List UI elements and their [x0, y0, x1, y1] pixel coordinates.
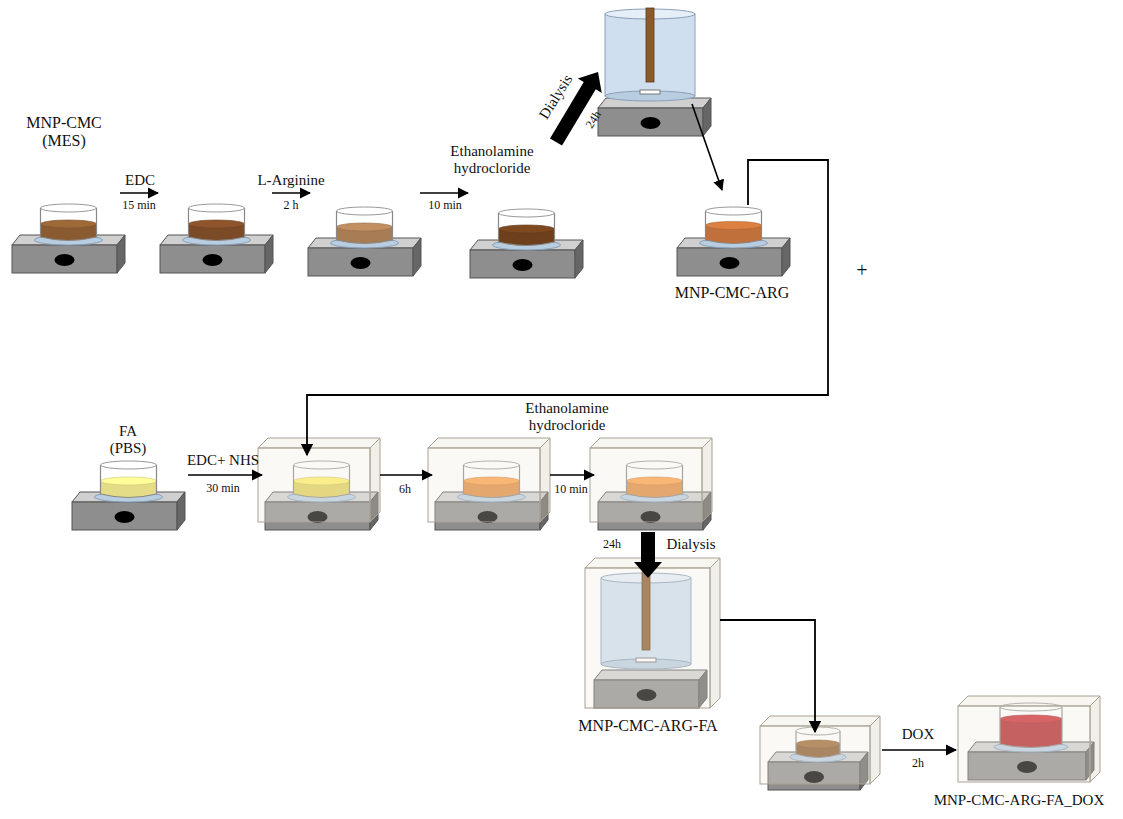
sample-name: MNP-CMC (MES)	[24, 114, 104, 151]
reaction-station: MNP-CMC-ARG	[675, 190, 795, 280]
step-label: Ethanolamine hydrocloride	[517, 400, 617, 435]
beaker	[183, 204, 251, 245]
step-label: DOX	[902, 726, 935, 743]
step-label: 24h	[603, 538, 621, 552]
step-label: 30 min	[206, 482, 240, 496]
step-arrow	[307, 160, 828, 455]
step-arrow	[420, 192, 468, 194]
step-label: Ethanolamine hydrocloride	[442, 143, 542, 178]
dark-box	[760, 716, 880, 784]
sample-name: MNP-CMC-ARG	[657, 284, 807, 302]
reaction-station: FA (PBS)	[70, 455, 190, 535]
sample-name: MNP-CMC-ARG-FA	[563, 717, 733, 735]
step-arrow	[120, 192, 158, 194]
beaker	[700, 207, 768, 248]
step-arrow	[188, 474, 262, 476]
step-arrow	[550, 474, 594, 476]
step-label: 10 min	[428, 199, 462, 213]
dark-box	[258, 438, 380, 522]
step-label: 6h	[399, 483, 411, 497]
beaker	[95, 461, 163, 502]
dark-box	[590, 438, 712, 522]
step-label: 10 min	[554, 483, 588, 497]
dark-box	[958, 696, 1100, 782]
step-arrow	[692, 104, 722, 190]
dark-box	[428, 438, 550, 522]
reaction-station: MNP-CMC-ARG-FA_DOX	[958, 696, 1100, 786]
step-label: 2h	[912, 757, 924, 771]
step-label: L-Arginine	[257, 172, 324, 189]
beaker	[35, 204, 103, 245]
step-label: 15 min	[122, 199, 156, 213]
reaction-station: MNP-CMC (MES)	[10, 190, 130, 280]
dialysis-arrow	[634, 532, 662, 578]
step-label: +	[856, 259, 867, 282]
step-arrow	[720, 620, 815, 732]
step-arrow	[272, 192, 310, 194]
step-arrow	[882, 749, 956, 751]
beaker	[331, 207, 399, 248]
step-label: EDC+ NHS	[187, 452, 259, 469]
step-label: 2 h	[284, 199, 299, 213]
step-label: EDC	[125, 172, 155, 189]
dark-box	[585, 558, 720, 708]
dialysis-cylinder	[605, 8, 695, 101]
beaker	[493, 209, 561, 250]
reaction-station: MNP-CMC-ARG-FA	[585, 558, 720, 708]
step-arrow	[380, 474, 432, 476]
step-label: Dialysis	[666, 536, 715, 553]
sample-name: FA (PBS)	[104, 423, 152, 458]
stir-plate	[598, 98, 711, 136]
sample-name: MNP-CMC-ARG-FA_DOX	[919, 792, 1119, 809]
